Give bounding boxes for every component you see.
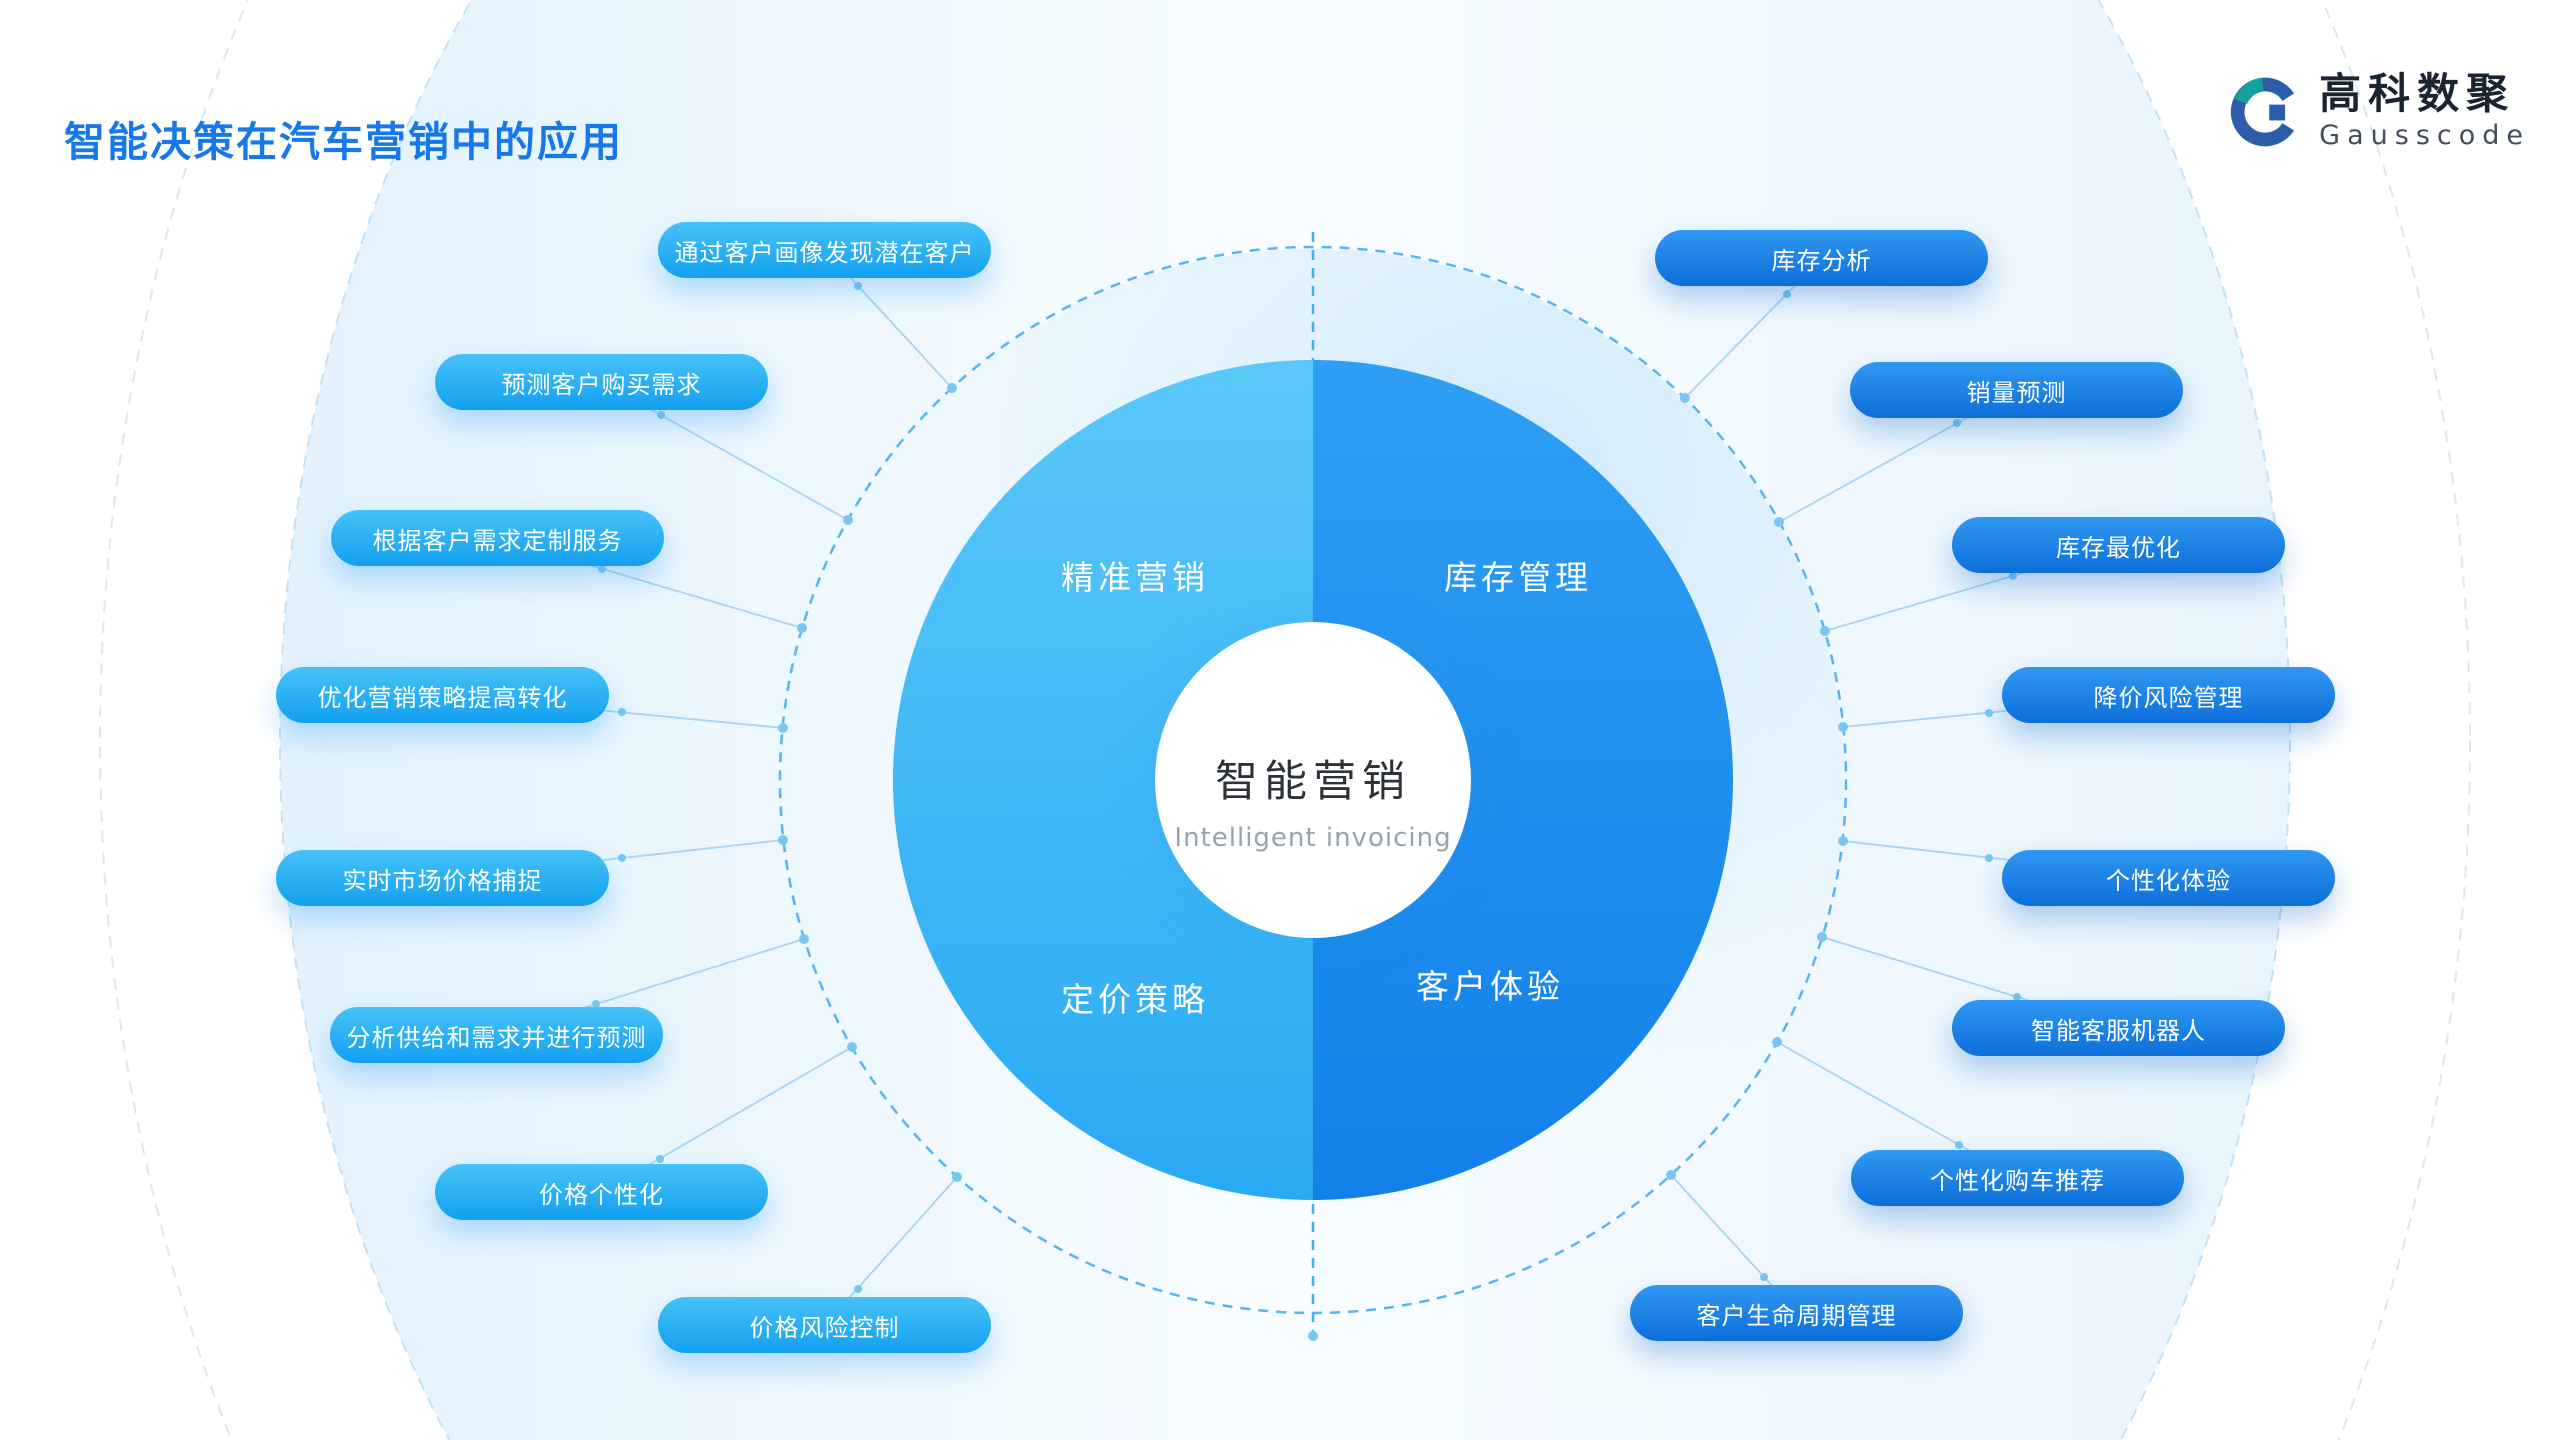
feature-pill: 客户生命周期管理 [1630, 1285, 1963, 1341]
feature-pill: 个性化购车推荐 [1851, 1150, 2184, 1206]
logo-name-cn: 高科数聚 [2319, 69, 2516, 118]
feature-pill: 优化营销策略提高转化 [276, 667, 609, 723]
feature-pill: 降价风险管理 [2002, 667, 2335, 723]
circle-half-left [893, 360, 1313, 1200]
feature-pill: 库存分析 [1655, 230, 1988, 286]
page-title: 智能决策在汽车营销中的应用 [64, 118, 623, 166]
quadrant-label-precision-marketing: 精准营销 [1061, 558, 1209, 597]
feature-pill: 智能客服机器人 [1952, 1000, 2285, 1056]
center-title: 智能营销 [1215, 757, 1411, 807]
quadrant-label-customer-experience: 客户体验 [1416, 967, 1564, 1006]
connector-dots [592, 282, 2021, 1341]
quadrant-label-inventory-management: 库存管理 [1444, 558, 1592, 597]
background-ellipse-outer [99, 0, 2471, 1440]
feature-pill: 销量预测 [1850, 362, 2183, 418]
feature-pill: 通过客户画像发现潜在客户 [658, 222, 991, 278]
feature-pill: 价格风险控制 [658, 1297, 991, 1353]
feature-pill: 根据客户需求定制服务 [331, 510, 664, 566]
brand-logo: 高科数聚 Gausscode [2227, 69, 2530, 152]
feature-pill: 个性化体验 [2002, 850, 2335, 906]
feature-pill: 分析供给和需求并进行预测 [330, 1007, 663, 1063]
center-circle [1155, 622, 1471, 938]
quadrant-label-pricing-strategy: 定价策略 [1061, 980, 1209, 1019]
logo-name-en: Gausscode [2319, 120, 2530, 152]
feature-pill: 实时市场价格捕捉 [276, 850, 609, 906]
center-text: 智能营销 Intelligent invoicing [1133, 747, 1493, 853]
feature-pill: 预测客户购买需求 [435, 354, 768, 410]
logo-mark-icon [2231, 77, 2295, 146]
center-subtitle: Intelligent invoicing [1174, 823, 1452, 853]
circle-half-right [1313, 360, 1733, 1200]
feature-pill: 价格个性化 [435, 1164, 768, 1220]
feature-pill: 库存最优化 [1952, 517, 2285, 573]
